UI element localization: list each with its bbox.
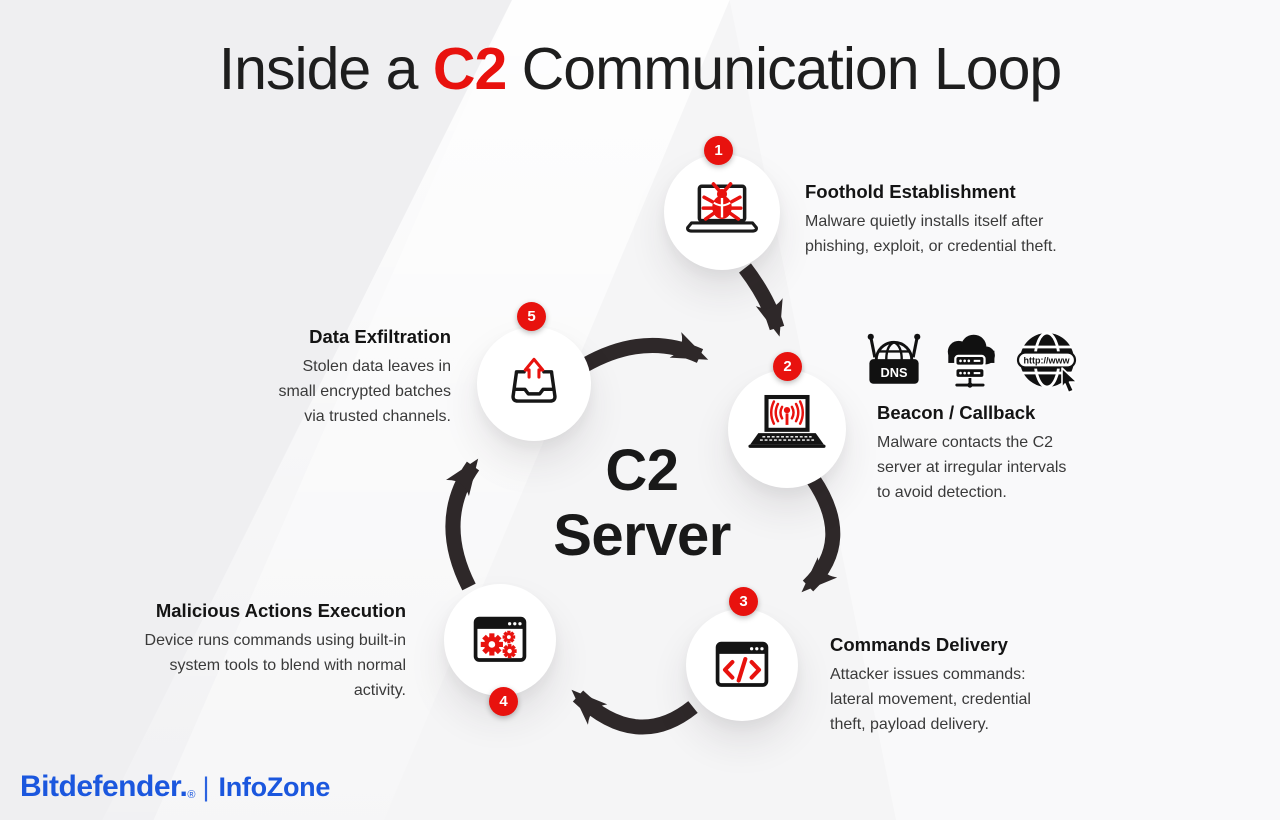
step-2-title: Beacon / Callback: [877, 402, 1036, 423]
infozone-label: InfoZone: [218, 772, 331, 802]
step-3-badge: 3: [729, 587, 758, 616]
step-4-text: Malicious Actions Execution Device runs …: [145, 599, 406, 703]
step-5-badge: 5: [517, 302, 546, 331]
c2-server-line2: Server: [553, 503, 731, 568]
step-2-badge: 2: [773, 352, 802, 381]
step-5-desc-line: Stolen data leaves in: [302, 358, 451, 375]
step-3-desc-line: lateral movement, credential: [830, 691, 1031, 708]
step-3-desc-line: Attacker issues commands:: [830, 666, 1026, 683]
cloud-server-icon: [947, 334, 995, 388]
step-2-circle: [728, 370, 846, 488]
step-5-desc-line: small encrypted batches: [278, 383, 451, 400]
arrow-step2-to-step3: [801, 474, 841, 593]
step-4-badge: 4: [489, 687, 518, 716]
step-2-desc-line: server at irregular intervals: [877, 459, 1067, 476]
code-window-icon: [715, 641, 769, 687]
step-4-circle: [444, 584, 556, 696]
step-1-badge: 1: [704, 136, 733, 165]
globe-www-icon: http://www: [1016, 331, 1078, 394]
title-post: Communication Loop: [521, 36, 1063, 102]
c2-server-label: C2 Server: [492, 438, 792, 568]
step-2-desc-line: to avoid detection.: [877, 484, 1007, 501]
cursor-arrow-icon: [1061, 367, 1078, 394]
step-5-title: Data Exfiltration: [309, 326, 451, 347]
step-1-text: Foothold Establishment Malware quietly i…: [805, 180, 1057, 259]
arrow-step5-to-step2: [581, 332, 709, 372]
step-3-circle: [686, 609, 798, 721]
laptop-beacon-signal-icon: [748, 394, 826, 448]
step-2-desc-line: Malware contacts the C2: [877, 434, 1054, 451]
step-5-circle: [477, 327, 591, 441]
title-pre: Inside a: [218, 36, 419, 102]
dns-dome-icon: DNS: [867, 333, 921, 384]
arrow-step1-to-step2: [739, 263, 785, 337]
step-3-desc-line: theft, payload delivery.: [830, 716, 989, 733]
step-5-desc-line: via trusted channels.: [304, 408, 451, 425]
footer-brand: Bitdefender.® | InfoZone: [20, 770, 330, 804]
step-5-text: Data Exfiltration Stolen data leaves in …: [278, 325, 451, 429]
gears-window-icon: [473, 616, 527, 662]
registered-mark: ®: [187, 789, 196, 801]
step-4-desc-line: activity.: [353, 682, 406, 699]
bitdefender-logo: Bitdefender.: [20, 770, 188, 803]
step-1-desc-line: phishing, exploit, or credential theft.: [805, 238, 1057, 255]
data-outbox-icon: [511, 357, 557, 403]
brand-separator: |: [202, 772, 210, 802]
arrow-step3-to-step4: [571, 689, 698, 735]
step-4-desc-line: Device runs commands using built-in: [144, 632, 406, 649]
page-title: Inside a C2 Communication Loop: [0, 34, 1280, 104]
step-3-text: Commands Delivery Attacker issues comman…: [830, 633, 1031, 737]
step-1-circle: [664, 154, 780, 270]
step-3-title: Commands Delivery: [830, 634, 1008, 655]
title-highlight: C2: [432, 36, 507, 102]
url-label: http://www: [1024, 356, 1071, 366]
step-4-title: Malicious Actions Execution: [155, 600, 406, 621]
dns-label: DNS: [881, 365, 908, 380]
arrow-step4-to-step5: [445, 458, 480, 591]
step-1-desc-line: Malware quietly installs itself after: [805, 213, 1044, 230]
step-2-text: Beacon / Callback Malware contacts the C…: [877, 401, 1066, 505]
step-4-desc-line: system tools to blend with normal: [169, 657, 406, 674]
beacon-channel-icons: DNS http://www: [863, 326, 1083, 394]
step-1-title: Foothold Establishment: [805, 181, 1016, 202]
c2-server-line1: C2: [605, 438, 679, 503]
laptop-bug-icon: [686, 182, 758, 233]
